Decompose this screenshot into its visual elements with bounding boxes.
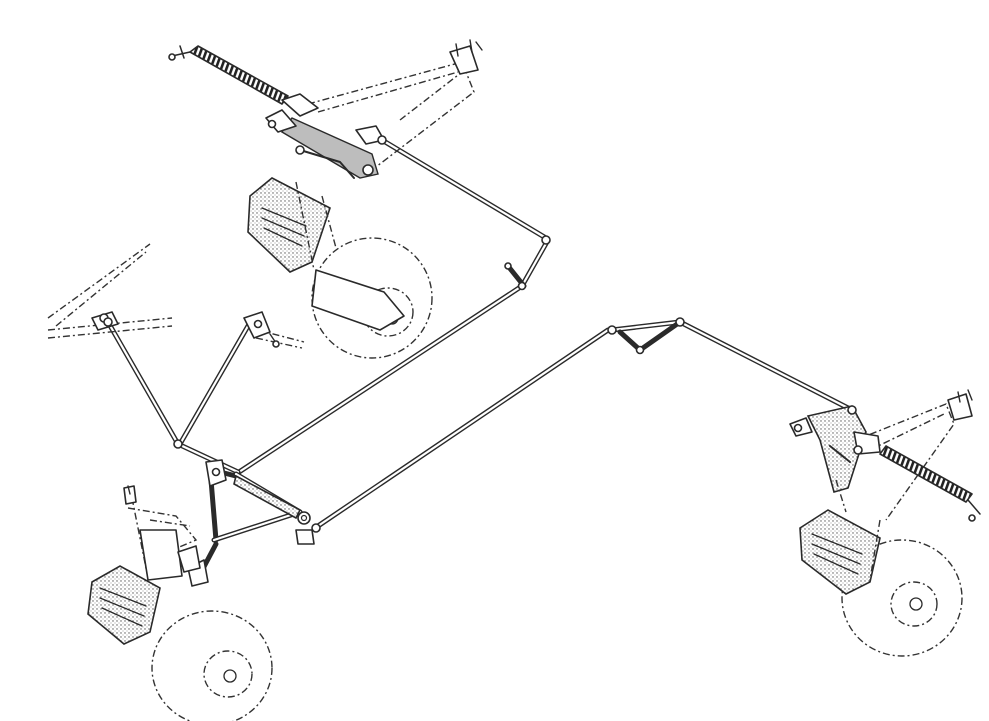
rod-joints [103,135,857,533]
linkage-rods [105,137,855,581]
lower-left-wheel [151,610,273,721]
upper-brake-assembly [168,39,483,331]
right-wheel [841,539,963,657]
right-return-spring [879,445,973,503]
upper-return-spring [189,45,289,105]
center-equalizer [187,459,315,587]
hand-lever [243,311,305,349]
right-brake-assembly [789,389,981,595]
lower-left-brake-assembly [87,485,201,645]
